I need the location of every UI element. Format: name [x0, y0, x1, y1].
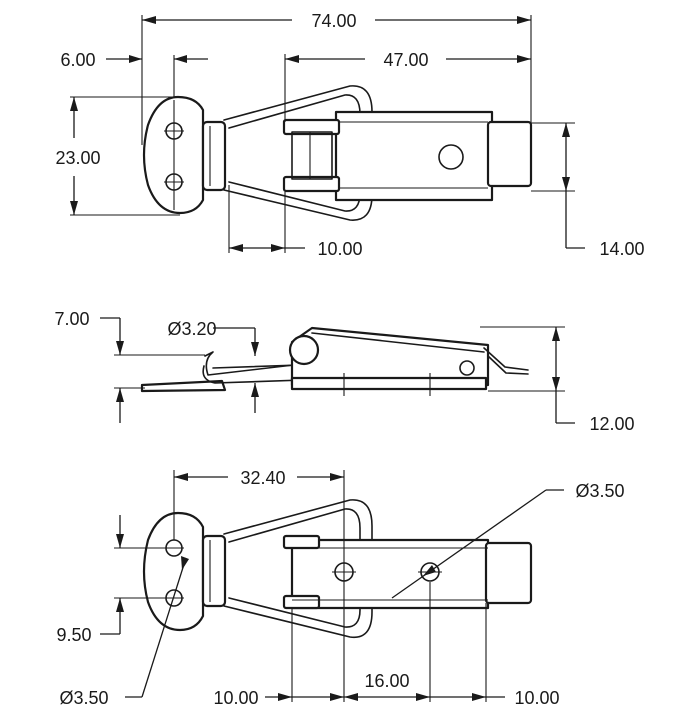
top-hinge-frame: [291, 131, 333, 180]
dim-hook-height: 14.00: [599, 239, 644, 259]
side-base-flange: [140, 379, 227, 393]
bottom-base-body: [290, 538, 490, 610]
bottom-hinge-block: [201, 534, 227, 608]
side-view: 7.00 Ø3.20 12.00: [54, 309, 634, 434]
bottom-hinge-clip-upper: [282, 534, 321, 550]
top-lever-body: [334, 110, 494, 202]
top-hinge-clip-lower: [282, 175, 341, 193]
dim-plate-hole-diameter: Ø3.50: [59, 688, 108, 708]
dim-body-height: 12.00: [589, 414, 634, 434]
dim-bail-gap: 10.00: [317, 239, 362, 259]
dim-right-offset: 10.00: [514, 688, 559, 708]
dim-plate-height: 23.00: [55, 148, 100, 168]
bottom-hinge-clip-lower: [282, 594, 321, 610]
bottom-view: 32.40 Ø3.50 9.50 Ø3.50 10.00 16.00: [56, 468, 624, 708]
side-base-plate: [290, 376, 488, 391]
top-view: 74.00 6.00 47.00 23.00 14.00: [55, 11, 644, 259]
dim-left-offset: 10.00: [213, 688, 258, 708]
side-lever: [290, 326, 490, 387]
dim-hook-hole-diameter: Ø3.50: [575, 481, 624, 501]
bottom-hook-tongue: [484, 541, 533, 605]
top-hinge-block: [201, 120, 227, 192]
top-hook-tongue: [486, 120, 533, 188]
dim-wire-diameter: Ø3.20: [167, 319, 216, 339]
dim-hole-pitch: 9.50: [56, 625, 91, 645]
dim-pivot-to-end: 47.00: [383, 50, 428, 70]
top-lever-hole: [438, 144, 464, 170]
top-hinge-clip-upper: [282, 118, 341, 136]
dim-base-hole-spacing: 16.00: [364, 671, 409, 691]
dim-flange-height: 7.00: [54, 309, 89, 329]
dim-hole-span: 32.40: [240, 468, 285, 488]
dim-flange-offset: 6.00: [60, 50, 95, 70]
dim-overall-length: 74.00: [311, 11, 356, 31]
side-pivot: [288, 334, 320, 366]
bottom-ear-plate: [142, 511, 205, 632]
side-lever-hole: [459, 360, 475, 376]
